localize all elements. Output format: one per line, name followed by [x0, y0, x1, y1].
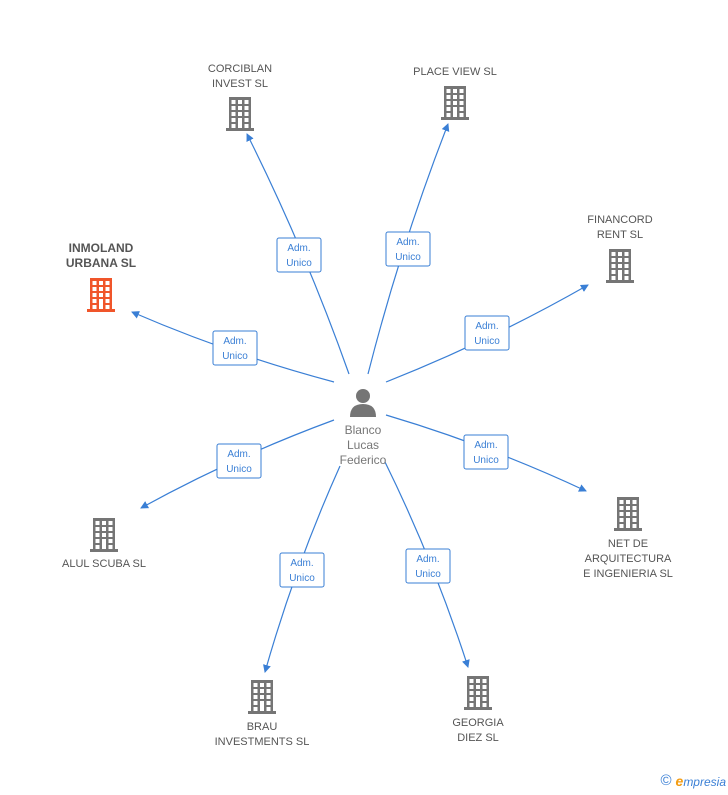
role-label: Adm.	[227, 449, 250, 460]
role-box	[216, 443, 262, 479]
footer-brand: © empresia	[660, 772, 726, 789]
role-label: Unico	[222, 351, 248, 362]
role-badge-financord[interactable]: Adm. Unico	[464, 315, 510, 351]
role-box	[212, 330, 258, 366]
building-icon	[248, 680, 276, 714]
role-label: Unico	[473, 455, 499, 466]
company-name: URBANA SL	[66, 256, 136, 270]
copyright-icon: ©	[660, 772, 672, 789]
building-icon	[90, 518, 118, 552]
role-label: Unico	[395, 252, 421, 263]
person-name: Blanco	[345, 423, 382, 437]
role-label: Adm.	[287, 243, 310, 254]
role-label: Adm.	[223, 336, 246, 347]
role-box	[276, 237, 322, 273]
building-icon	[87, 278, 115, 312]
role-label: Unico	[286, 258, 312, 269]
role-label: Unico	[289, 573, 315, 584]
role-badge-brau[interactable]: Adm. Unico	[279, 552, 325, 588]
role-box	[279, 552, 325, 588]
company-node-brau[interactable]: BRAU INVESTMENTS SL	[215, 680, 310, 748]
company-name: INVESTMENTS SL	[215, 736, 310, 748]
building-icon	[441, 86, 469, 120]
company-name: FINANCORD	[587, 214, 652, 226]
company-name: INMOLAND	[69, 241, 134, 255]
company-name: NET DE	[608, 538, 648, 550]
role-badge-place-view[interactable]: Adm. Unico	[385, 231, 431, 267]
brand-initial: e	[675, 772, 684, 789]
company-node-financord[interactable]: FINANCORD RENT SL	[587, 214, 653, 283]
building-icon	[226, 97, 254, 131]
company-node-place-view[interactable]: PLACE VIEW SL	[413, 66, 497, 120]
company-name: PLACE VIEW SL	[413, 66, 497, 78]
role-badge-georgia[interactable]: Adm. Unico	[405, 548, 451, 584]
building-icon	[606, 249, 634, 283]
role-label: Adm.	[416, 554, 439, 565]
company-node-georgia[interactable]: GEORGIA DIEZ SL	[452, 676, 504, 744]
company-name: RENT SL	[597, 229, 643, 241]
brand-logo[interactable]: empresia	[676, 773, 726, 789]
role-box	[385, 231, 431, 267]
company-name: ALUL SCUBA SL	[62, 558, 146, 570]
role-label: Unico	[415, 569, 441, 580]
roles-layer: Adm.UnicoAdm.UnicoAdm.UnicoAdm.UnicoAdm.…	[212, 231, 510, 588]
company-name: DIEZ SL	[457, 732, 499, 744]
role-label: Unico	[474, 336, 500, 347]
company-node-net-de-arquitectura[interactable]: NET DE ARQUITECTURA E INGENIERIA SL	[583, 497, 673, 580]
role-label: Adm.	[290, 558, 313, 569]
role-badge-net-de-arquitectura[interactable]: Adm. Unico	[463, 434, 509, 470]
building-icon	[464, 676, 492, 710]
role-box	[405, 548, 451, 584]
company-name: INVEST SL	[212, 78, 268, 90]
company-node-alul-scuba[interactable]: ALUL SCUBA SL	[62, 518, 146, 570]
role-badge-corciblan[interactable]: Adm. Unico	[276, 237, 322, 273]
role-label: Unico	[226, 464, 252, 475]
nodes-layer: CORCIBLAN INVEST SL PLACE VIEW SL FINANCORD…	[62, 63, 673, 748]
company-name: BRAU	[247, 721, 278, 733]
person-icon	[350, 389, 376, 417]
company-name: GEORGIA	[452, 717, 504, 729]
company-name: ARQUITECTURA	[585, 553, 672, 565]
brand-name: mpresia	[683, 774, 726, 789]
role-label: Adm.	[396, 237, 419, 248]
company-node-corciblan[interactable]: CORCIBLAN INVEST SL	[208, 63, 272, 131]
role-badge-inmoland[interactable]: Adm. Unico	[212, 330, 258, 366]
role-label: Adm.	[475, 321, 498, 332]
company-name: CORCIBLAN	[208, 63, 272, 75]
person-name: Lucas	[347, 438, 379, 452]
company-name: E INGENIERIA SL	[583, 568, 673, 580]
role-box	[464, 315, 510, 351]
role-label: Adm.	[474, 440, 497, 451]
person-name: Federico	[340, 453, 387, 467]
role-badge-alul-scuba[interactable]: Adm. Unico	[216, 443, 262, 479]
building-icon	[614, 497, 642, 531]
role-box	[463, 434, 509, 470]
